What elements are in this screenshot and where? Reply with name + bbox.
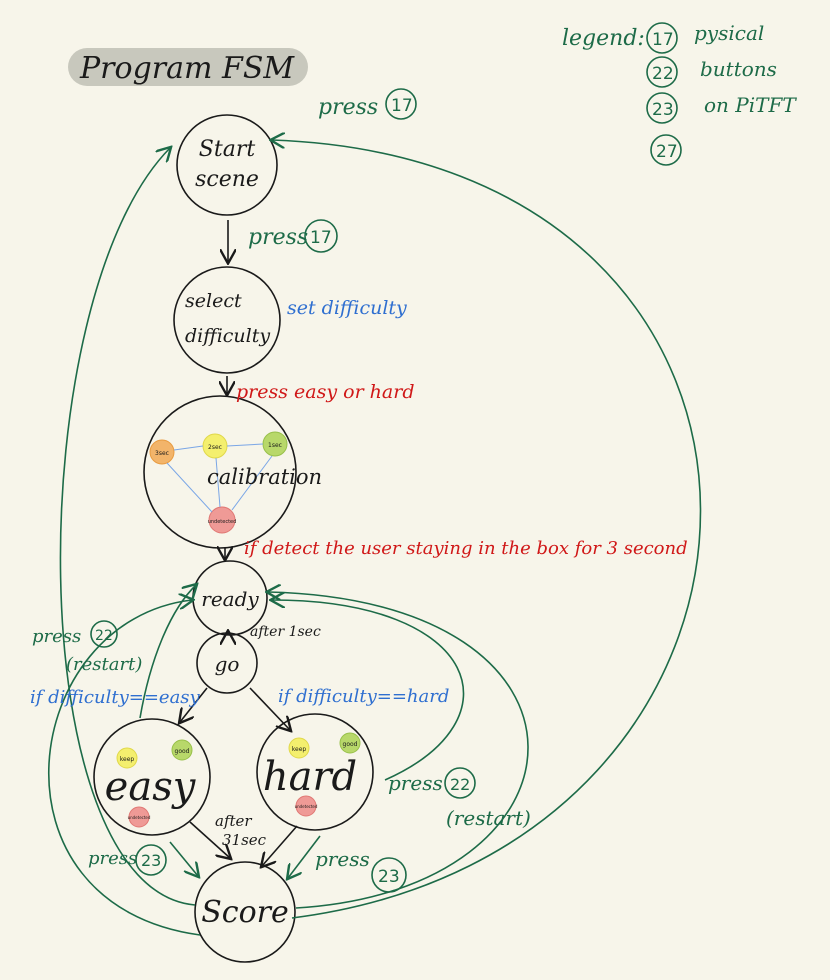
edge-label: if difficulty==hard [278, 686, 449, 707]
edge-label: press [88, 848, 137, 869]
edge-label: if difficulty==easy [30, 687, 201, 708]
node-label: calibration [207, 465, 322, 489]
node-calibration: 3sec 2sec 1sec undetected calibration [143, 395, 322, 549]
node-label: Start [199, 137, 256, 162]
mini-state: undetected [295, 804, 318, 809]
button-badge: 22 [95, 628, 113, 644]
edge-label: after 1sec [250, 624, 321, 640]
button-badge: 23 [141, 851, 161, 870]
node-label: easy [105, 764, 197, 810]
edge-label: (restart) [66, 654, 142, 675]
node-easy: keep good undetected easy [93, 718, 211, 836]
button-badge: 23 [378, 867, 400, 887]
node-label: select [185, 290, 242, 312]
edge-label: press [32, 626, 81, 647]
black-edges [180, 220, 298, 866]
node-go: go [196, 632, 258, 694]
edge-label: 31sec [222, 831, 267, 849]
legend-badge: 27 [656, 142, 678, 162]
node-hard: keep good undetected hard [256, 713, 374, 831]
edge-label: set difficulty [287, 297, 407, 319]
node-label: Score [201, 895, 289, 930]
edge-label: press [318, 95, 378, 120]
mini-state: good [175, 748, 190, 755]
mini-state: keep [292, 746, 307, 753]
title-highlight [68, 48, 308, 86]
legend-badge: 23 [652, 100, 674, 120]
mini-state: undetected [208, 519, 237, 525]
button-badge: 17 [310, 228, 332, 248]
legend-badge: 17 [652, 30, 674, 50]
mini-state: keep [120, 756, 135, 763]
green-edges [47, 140, 702, 936]
mini-state: undetected [128, 815, 151, 820]
legend-label: legend: [562, 26, 645, 51]
mini-state: good [343, 741, 358, 748]
edge-label: if detect the user staying in the box fo… [244, 538, 688, 559]
node-label: hard [263, 754, 357, 800]
page-title: Program FSM [79, 51, 295, 86]
edge-label: (restart) [446, 806, 531, 830]
legend-badge: 22 [652, 64, 674, 84]
node-label: difficulty [185, 325, 270, 347]
mini-state: 3sec [155, 450, 169, 457]
node-score: Score [194, 861, 296, 963]
mini-state: 2sec [208, 444, 222, 451]
button-badge: 17 [391, 96, 413, 116]
edge-labels: press 17 press 17 set difficulty press e… [30, 88, 688, 893]
edge-label: press [315, 847, 370, 871]
mini-state: 1sec [268, 442, 282, 449]
node-start: Start scene [176, 114, 278, 216]
legend-text: buttons [700, 57, 777, 81]
edge-label: press [248, 225, 308, 250]
legend-text: pysical [694, 21, 764, 45]
edge-label: press easy or hard [236, 381, 415, 403]
legend-text: on PiTFT [704, 93, 797, 117]
node-label: ready [201, 587, 259, 611]
legend: legend: 17 22 23 27 pysical buttons on P… [562, 21, 797, 166]
edge-label: after [215, 812, 252, 830]
node-select-difficulty: select difficulty [173, 266, 281, 374]
edge-label: press [388, 771, 443, 795]
button-badge: 22 [450, 775, 470, 794]
node-label: scene [195, 167, 259, 192]
node-label: go [215, 652, 240, 676]
